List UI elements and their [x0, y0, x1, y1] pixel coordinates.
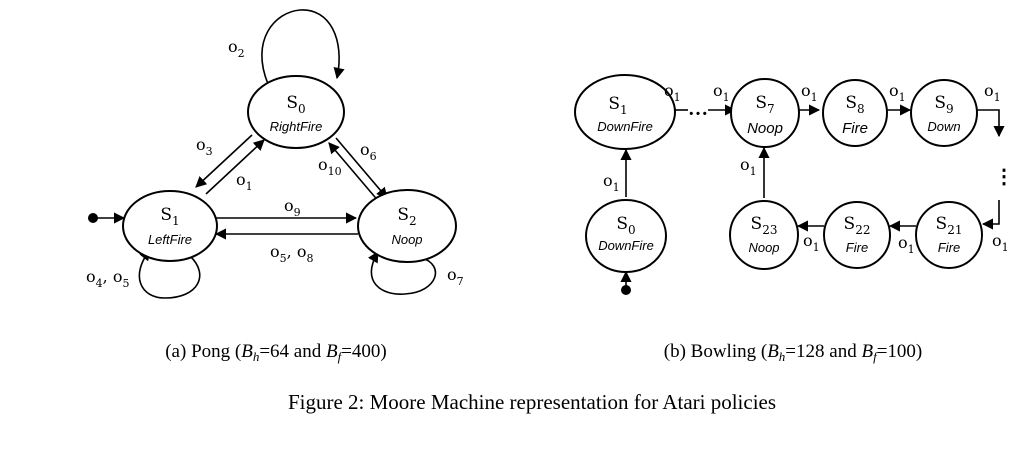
pong-edge-s2-loop: [368, 251, 437, 295]
bowling-initial-dot: [621, 285, 631, 295]
pong-label-s0-loop: o2: [228, 37, 245, 60]
bowling-label-s21-s22: o1: [898, 233, 915, 256]
bowling-state-s0: S0 DownFire: [585, 199, 667, 273]
bowling-s1-action: DownFire: [597, 119, 653, 134]
bowling-s7-name: S7: [755, 93, 774, 116]
pong-label-s1-s0: o1: [236, 170, 253, 193]
bowling-s22-name: S22: [844, 214, 871, 237]
figure-caption: Figure 2: Moore Machine representation f…: [288, 390, 776, 414]
bowling-ellipsis-horizontal: …: [688, 98, 708, 120]
bowling-state-s1: S1 DownFire: [574, 74, 676, 150]
bowling-edge-up-s21: [981, 200, 1000, 230]
bowling-state-s8: S8 Fire: [822, 79, 888, 147]
bowling-ellipsis-vertical: ⋮: [994, 166, 1014, 188]
pong-initial-dot: [88, 213, 98, 223]
bowling-label-s8-s9: o1: [889, 81, 906, 104]
bowling-state-s21: S21 Fire: [915, 201, 983, 269]
bowling-s7-action: Noop: [747, 120, 783, 137]
pong-edge-s2-s0: [328, 142, 381, 204]
bowling-s8-name: S8: [845, 93, 864, 116]
bowling-label-s0-s1: o1: [603, 171, 620, 194]
bowling-state-s22: S22 Fire: [823, 201, 891, 269]
bowling-s8-action: Fire: [842, 120, 868, 137]
bowling-state-s9: S9 Down: [910, 79, 978, 147]
bowling-s21-action: Fire: [938, 240, 960, 255]
pong-caption: (a) Pong (Bh=64 and Bf=400): [165, 341, 387, 364]
pong-edge-s0-s2: [335, 137, 388, 199]
pong-s0-name: S0: [286, 93, 305, 116]
pong-s1-action: LeftFire: [148, 232, 192, 247]
bowling-label-s7-s8: o1: [801, 81, 818, 104]
bowling-s23-name: S23: [751, 214, 778, 237]
pong-state-s1: S1 LeftFire: [122, 190, 218, 262]
pong-label-s2-loop: o7: [447, 265, 464, 288]
bowling-s1-name: S1: [608, 94, 627, 117]
pong-label-s0-s1: o3: [196, 135, 213, 158]
pong-edge-s0-s1: [195, 134, 253, 188]
pong-label-s1-loop: o4, o5: [86, 267, 129, 290]
pong-label-s2-s0: o10: [318, 155, 342, 178]
pong-s0-action: RightFire: [270, 119, 323, 134]
bowling-s22-action: Fire: [846, 240, 868, 255]
bowling-label-into-s21: o1: [992, 231, 1009, 254]
bowling-label-s22-s23: o1: [803, 231, 820, 254]
bowling-s9-action: Down: [927, 119, 960, 134]
pong-edge-s1-s0: [205, 139, 265, 195]
pong-edge-s0-loop: [261, 9, 345, 85]
bowling-s0-action: DownFire: [598, 238, 654, 253]
pong-edge-s1-loop: [138, 249, 201, 299]
pong-diagram: S0 RightFire S1 LeftFire S2 Noop o2 o3 o…: [86, 9, 464, 299]
bowling-label-s1-out: o1: [664, 81, 681, 104]
pong-label-s0-s2: o6: [360, 140, 377, 163]
pong-label-s1-s2: o9: [284, 196, 301, 219]
bowling-diagram: … ⋮ S1 DownFire S0 DownFire S7 Noop S8: [574, 74, 1014, 295]
bowling-s0-name: S0: [616, 214, 635, 237]
pong-label-s2-s1: o5, o8: [270, 242, 313, 265]
bowling-state-s23: S23 Noop: [729, 200, 799, 270]
bowling-label-s23-s7: o1: [740, 155, 757, 178]
pong-s2-action: Noop: [391, 232, 422, 247]
bowling-s23-action: Noop: [748, 240, 779, 255]
bowling-label-s9-out: o1: [984, 81, 1001, 104]
bowling-s9-name: S9: [934, 93, 953, 116]
pong-s1-name: S1: [160, 205, 179, 228]
pong-state-s0: S0 RightFire: [247, 75, 345, 149]
pong-state-s2: S2 Noop: [357, 189, 457, 263]
bowling-edge-s9-down: [977, 109, 1005, 138]
bowling-state-s7: S7 Noop: [730, 78, 800, 148]
bowling-caption: (b) Bowling (Bh=128 and Bf=100): [664, 341, 922, 364]
bowling-s21-name: S21: [936, 214, 963, 237]
bowling-label-into-s7: o1: [713, 81, 730, 104]
pong-s2-name: S2: [397, 205, 416, 228]
